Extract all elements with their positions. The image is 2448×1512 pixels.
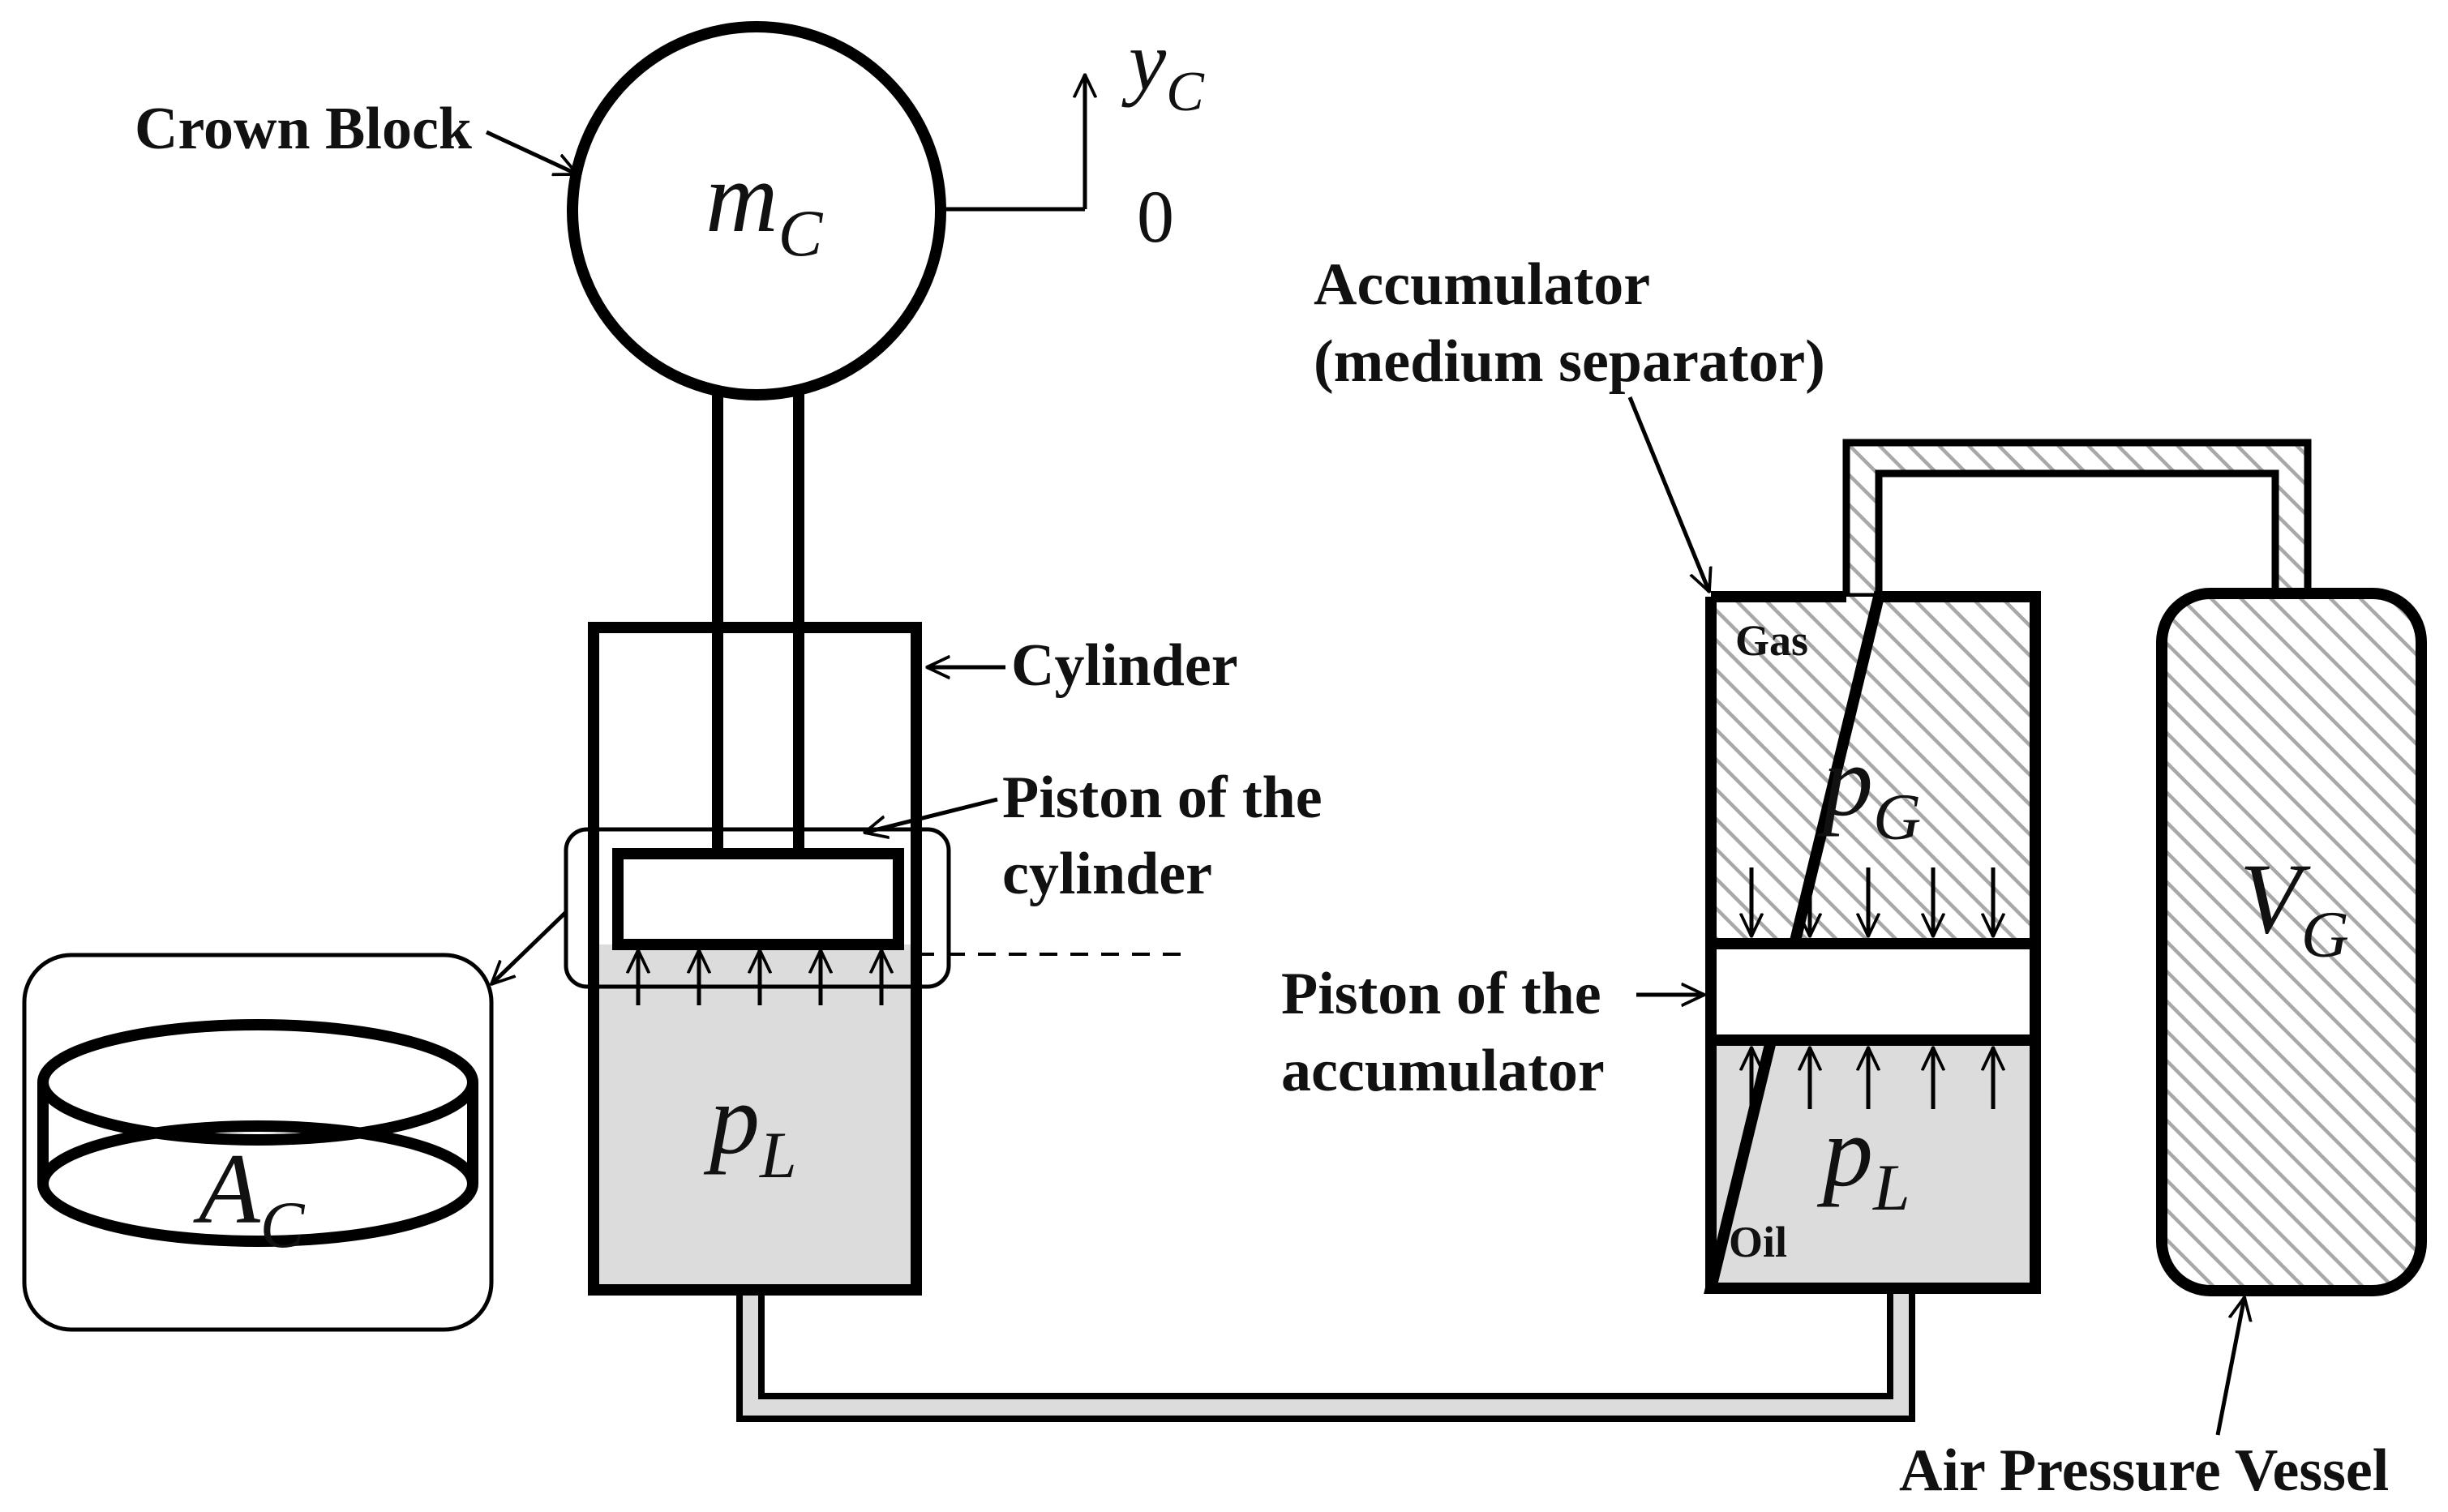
accumulator-label-line1: Accumulator [1314,251,1650,318]
gas-label: Gas [1735,616,1808,665]
crown-block-label: Crown Block [135,96,473,162]
accumulator-arrow [1627,396,1709,592]
crown-mass-symbol: mC [705,142,824,270]
coordinate-symbol: yC [1121,15,1205,123]
oil-label: Oil [1729,1218,1787,1266]
cylinder-label: Cylinder [1011,632,1238,699]
gas-pressure-symbol: pG [1816,726,1921,854]
accumulator-piston-label-line1: Piston of the [1281,961,1601,1027]
cylinder-piston-label-line1: Piston of the [1002,765,1323,831]
gas-pipe [1842,439,2312,601]
piston-area-inset [22,953,494,1332]
cylinder-body [588,622,922,1296]
cylinder-pressure-symbol: pL [703,1064,797,1192]
cylinder-pressure-arrows [638,950,881,1005]
oil-pressure-arrows [1751,1047,1993,1109]
air-pressure-vessel-label: Air Pressure Vessel [1899,1437,2389,1504]
accumulator-gas [1711,597,2035,944]
zero-label: 0 [1137,175,1174,258]
cylinder-piston [612,848,904,950]
accumulator-piston-label-line2: accumulator [1281,1038,1605,1104]
cylinder-oil [594,944,916,1290]
oil-pipe [736,1286,1915,1422]
piston-disc [37,1019,478,1247]
piston-area-symbol: AC [193,1133,306,1261]
accumulator-label-line2: (medium separator) [1314,328,1825,395]
crown-block-arrow [485,130,577,177]
accumulator-piston [1705,938,2041,1046]
gas-pressure-arrows [1751,867,1993,936]
piston-zoom-box [564,827,951,989]
air-pressure-vessel-arrow [2215,1297,2244,1436]
cylinder-piston-arrow [864,797,998,833]
accumulator-oil-pressure-symbol: pL [1816,1096,1910,1224]
cylinder-piston-label-line2: cylinder [1002,841,1212,907]
air-pressure-vessel [2156,588,2427,1296]
accumulator-body [1704,591,2041,1294]
zoom-arrow [491,910,568,984]
gas-volume-symbol: VG [2240,843,2349,971]
